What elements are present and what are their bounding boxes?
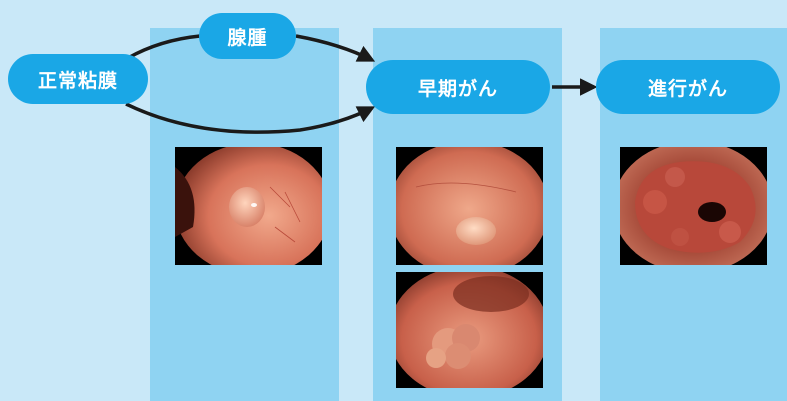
- advanced-cancer-node: 進行がん: [596, 60, 780, 114]
- advanced-cancer-endoscopy-photo: [620, 147, 767, 265]
- early-cancer-endoscopy-photo-2: [396, 272, 543, 388]
- adenoma-node: 腺腫: [199, 13, 296, 59]
- early-cancer-node: 早期がん: [366, 60, 550, 114]
- arrow-normal-to-early: [126, 104, 372, 132]
- early-cancer-endoscopy-photo-1: [396, 147, 543, 265]
- normal-mucosa-node: 正常粘膜: [8, 54, 148, 104]
- arrow-adenoma-to-early: [296, 36, 372, 60]
- arrow-normal-to-adenoma: [128, 36, 200, 58]
- adenoma-endoscopy-photo: [175, 147, 322, 265]
